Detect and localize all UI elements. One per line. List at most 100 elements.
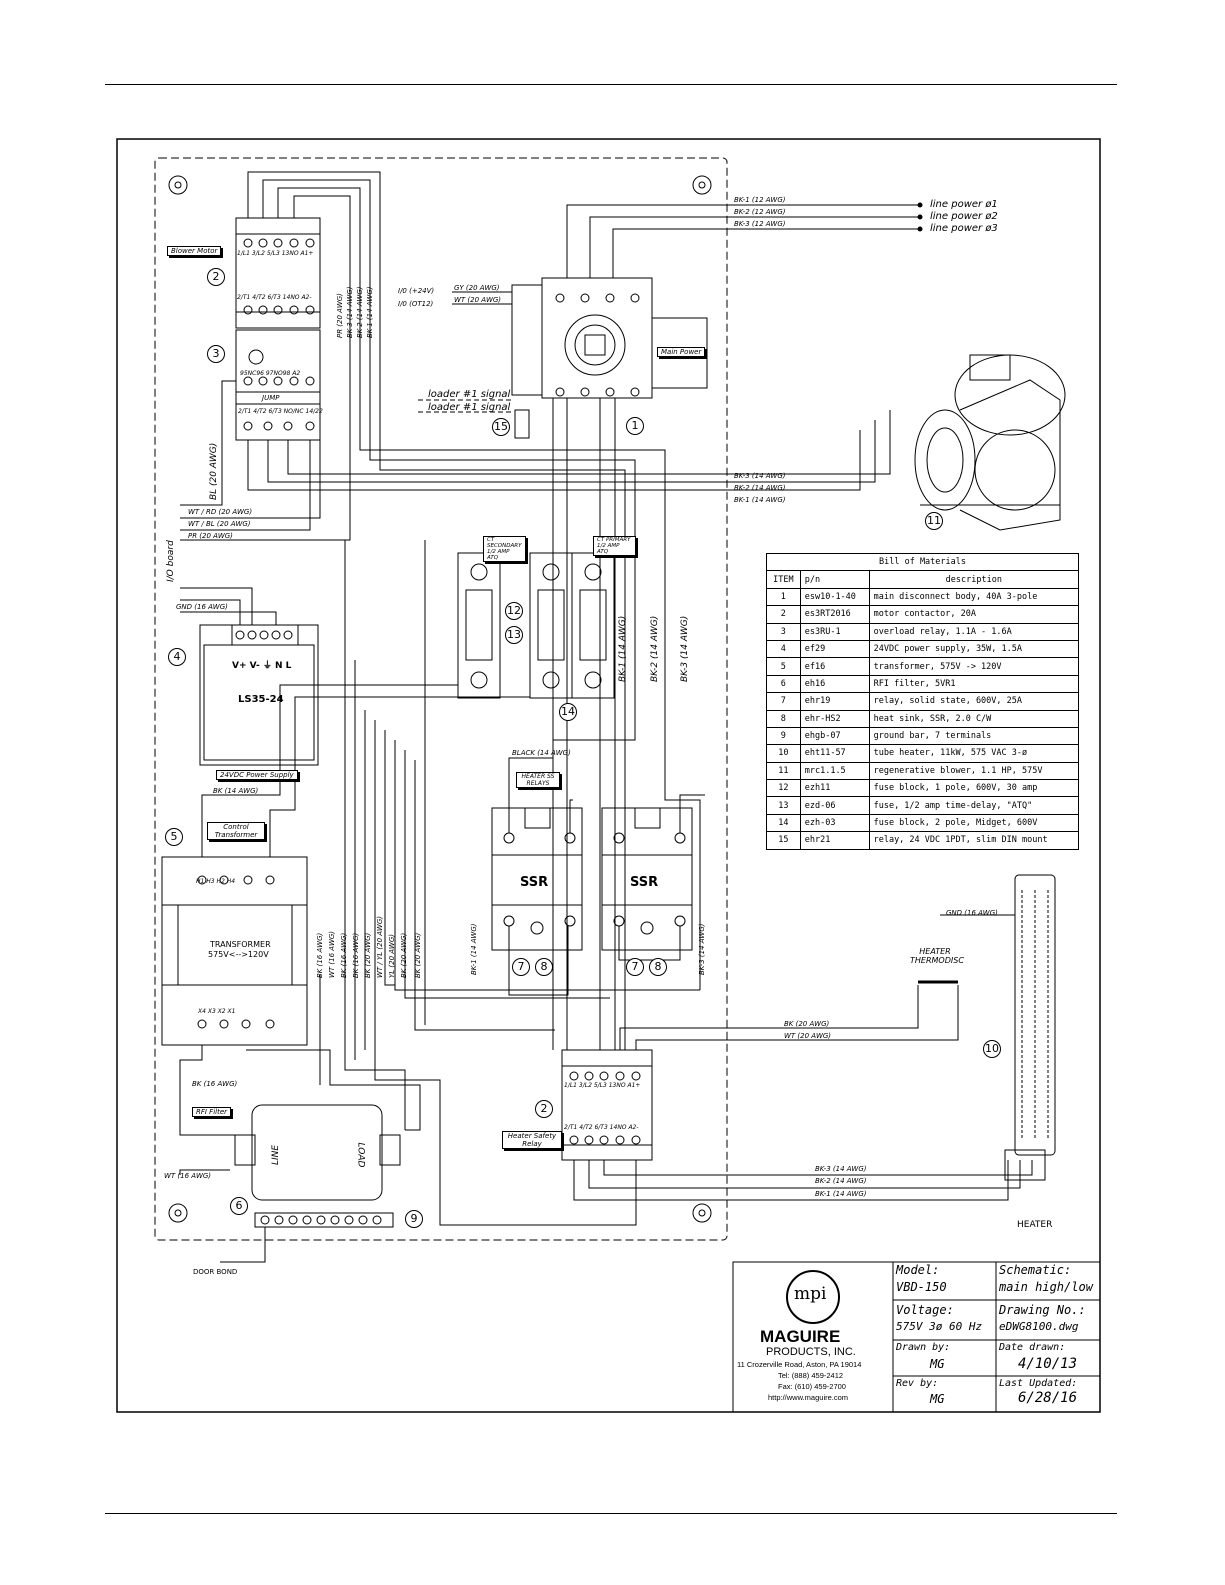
io-label: I/0 (+24V) xyxy=(398,287,435,295)
item-number-2b: 2 xyxy=(535,1100,553,1118)
rfi-filter-label: RFI Filter xyxy=(192,1107,232,1117)
wire-label: BK-1 (12 AWG) xyxy=(734,196,786,204)
wire-label: BK-2 (14 AWG) xyxy=(815,1177,867,1185)
bom-cell: es3RU-1 xyxy=(799,622,870,641)
item-number-10: 10 xyxy=(983,1040,1001,1058)
wire-label: BK-1 (14 AWG) xyxy=(815,1190,867,1198)
bom-cell: 14 xyxy=(766,813,801,833)
transformer-label: TRANSFORMER xyxy=(210,940,271,949)
bom-cell: ehr19 xyxy=(799,692,870,711)
wire-label: BK-2 (12 AWG) xyxy=(734,208,786,216)
wire-label: BK (16 AWG) xyxy=(192,1080,238,1088)
transformer-ratio: 575V<-->120V xyxy=(208,950,269,959)
wire-label: PR (20 AWG) xyxy=(188,532,233,540)
bom-cell: 5 xyxy=(766,657,801,676)
item-number-8b: 8 xyxy=(649,958,667,976)
item-number-14: 14 xyxy=(559,703,577,721)
wire-label: BK-3 (14 AWG) xyxy=(698,923,706,976)
wire-label: BK-2 (14 AWG) xyxy=(356,286,364,339)
bom-cell: fuse block, 2 pole, Midget, 600V xyxy=(868,813,1080,833)
hsr-bottom-terminals: 2/T1 4/T2 6/T3 14NO A2- xyxy=(564,1124,639,1131)
bom-cell: 11 xyxy=(766,761,801,781)
bom-cell: overload relay, 1.1A - 1.6A xyxy=(868,622,1080,641)
drawing-label: Drawing No.: xyxy=(999,1303,1086,1317)
company-fax: Fax: (610) 459-2700 xyxy=(778,1382,846,1391)
wire-label: BK (20 AWG) xyxy=(414,932,422,978)
bom-header-item: ITEM xyxy=(766,570,801,589)
item-number-13: 13 xyxy=(505,626,523,644)
bill-of-materials-table: Bill of Materials ITEM p/n description 1… xyxy=(766,552,1080,850)
wire-label: WT (20 AWG) xyxy=(784,1032,832,1040)
bom-cell: tube heater, 11kW, 575 VAC 3-ø xyxy=(868,744,1080,763)
wire-label: WT / BL (20 AWG) xyxy=(188,520,251,528)
bom-cell: ehr-HS2 xyxy=(799,709,870,728)
line-label: LINE xyxy=(271,1144,282,1166)
bottom-rule xyxy=(105,1513,1117,1514)
line-power-1: line power ø1 xyxy=(930,199,998,210)
bom-cell: ground bar, 7 terminals xyxy=(868,726,1080,746)
bom-cell: main disconnect body, 40A 3-pole xyxy=(868,587,1080,607)
bom-cell: 7 xyxy=(766,692,801,711)
line-power-3: line power ø3 xyxy=(930,223,998,234)
wire-label: BK-1 (14 AWG) xyxy=(470,923,478,976)
wire-label: BK (20 AWG) xyxy=(784,1020,830,1028)
bom-cell: relay, solid state, 600V, 25A xyxy=(868,692,1080,711)
bom-cell: RFI filter, 5VR1 xyxy=(868,674,1080,694)
wire-label: WT / YL (20 AWG) xyxy=(376,915,384,978)
last-updated-label: Last Updated: xyxy=(999,1378,1078,1389)
drawn-by-value: MG xyxy=(930,1357,945,1371)
wire-label: PR (20 AWG) xyxy=(336,293,344,338)
bom-cell: 24VDC power supply, 35W, 1.5A xyxy=(868,639,1080,659)
ps-model: LS35-24 xyxy=(238,694,284,705)
ct-secondary-label: CT SECONDARY 1/2 AMP ATQ xyxy=(483,536,526,562)
bom-cell: 3 xyxy=(766,622,801,641)
rev-by-label: Rev by: xyxy=(896,1378,939,1389)
bom-cell: 1 xyxy=(766,587,801,607)
wire-label: GND (16 AWG) xyxy=(946,909,998,917)
io-label: I/0 (OT12) xyxy=(398,300,434,308)
ssr-2: SSR xyxy=(630,875,659,890)
item-number-5: 5 xyxy=(165,828,183,846)
company-web: http://www.maguire.com xyxy=(768,1393,849,1402)
wire-label: BK-3 (12 AWG) xyxy=(734,220,786,228)
bom-cell: fuse, 1/2 amp time-delay, "ATQ" xyxy=(868,796,1080,815)
heater-label: HEATER xyxy=(1017,1220,1053,1230)
ssr-1: SSR xyxy=(520,875,549,890)
control-transformer-label: Control Transformer xyxy=(207,822,265,840)
bom-cell: 13 xyxy=(766,796,801,815)
model-value: VBD-150 xyxy=(896,1280,947,1294)
item-number-3: 3 xyxy=(207,345,225,363)
wire-label: BK (20 AWG) xyxy=(364,932,372,978)
wire-label: BK-3 (14 AWG) xyxy=(680,615,690,682)
wire-label: BK-2 (14 AWG) xyxy=(734,484,786,492)
wire-label: BK-1 (14 AWG) xyxy=(366,286,374,339)
drawing-value: eDWG8100.dwg xyxy=(999,1320,1079,1333)
item-number-7a: 7 xyxy=(512,958,530,976)
bom-cell: transformer, 575V -> 120V xyxy=(868,657,1080,676)
bom-cell: regenerative blower, 1.1 HP, 575V xyxy=(868,761,1080,781)
wire-label: BK-3 (14 AWG) xyxy=(815,1165,867,1173)
main-power-label: Main Power xyxy=(657,347,706,357)
loader-signal-1: loader #1 signal xyxy=(428,389,511,400)
bom-cell: eh16 xyxy=(799,674,870,694)
last-updated-value: 6/28/16 xyxy=(1018,1390,1078,1406)
wire-label: BK-1 (14 AWG) xyxy=(618,615,628,682)
wire-label: BK-3 (14 AWG) xyxy=(346,286,354,339)
bom-cell: 12 xyxy=(766,779,801,798)
bom-cell: heat sink, SSR, 2.0 C/W xyxy=(868,709,1080,728)
bom-cell: ehr21 xyxy=(799,831,870,850)
model-label: Model: xyxy=(896,1263,940,1277)
overload-bottom-terminals: 2/T1 4/T2 6/T3 NO/NC 14/22 xyxy=(238,408,323,415)
wire-label: BK-3 (14 AWG) xyxy=(734,472,786,480)
item-number-4: 4 xyxy=(168,648,186,666)
